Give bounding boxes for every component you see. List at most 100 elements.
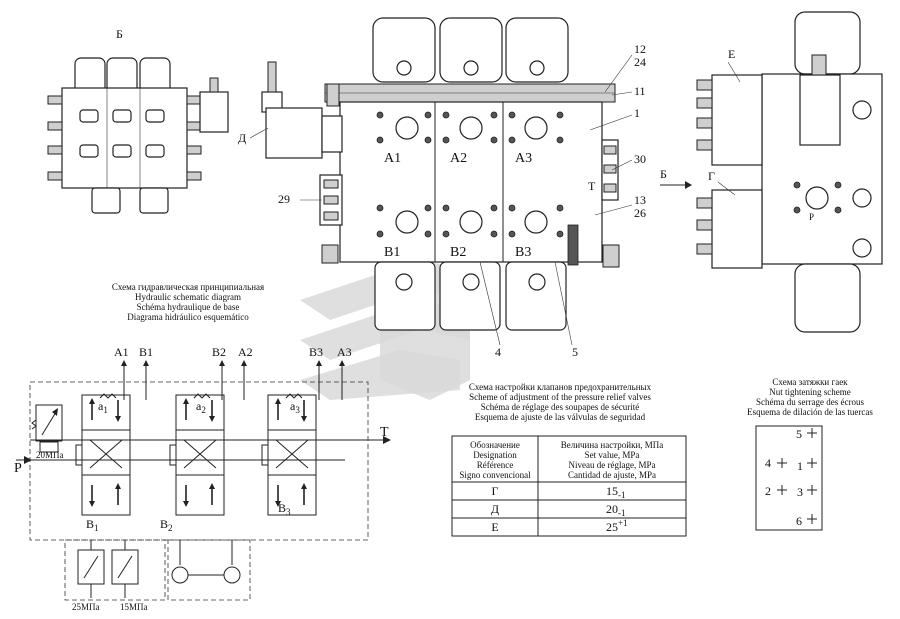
- callout-leaders: [300, 54, 633, 346]
- right-view-e-label: Е: [728, 47, 735, 61]
- hyd-relief-main-label: 20МПа: [36, 450, 64, 460]
- body-bolt-holes: [376, 111, 564, 238]
- nut-title-es: Esquema de dilación de las tuercas: [747, 407, 873, 417]
- callout-5: 5: [572, 345, 578, 359]
- table-row-1-value: 15-1: [606, 484, 626, 500]
- lower-valve-b1: [374, 261, 436, 331]
- table-h1-ru: Обозначение: [470, 440, 520, 450]
- relief-title-fr: Schéma de réglage des soupapes de sécuri…: [481, 402, 639, 412]
- coil-a2: [439, 17, 503, 83]
- nut-number-6: 6: [796, 514, 802, 528]
- table-row-1-designation: Г: [492, 484, 499, 498]
- side-view-b-label: Б: [116, 27, 123, 41]
- hyd-boundary-relief: [64, 539, 166, 601]
- callout-26: 26: [634, 206, 646, 220]
- section-label-a2: A2: [450, 151, 467, 166]
- callout-24: 24: [634, 55, 646, 69]
- hydraulic-title: Схема гидравлическая принципиальная Hydr…: [112, 282, 264, 322]
- hydraulic-title-ru: Схема гидравлическая принципиальная: [112, 282, 264, 292]
- nut-number-1: 1: [797, 459, 803, 473]
- main-front-view: A1 A2 A3 B1 B2 B3 T: [238, 17, 646, 359]
- hyd-port-a2: A2: [238, 345, 253, 359]
- hydraulic-title-es: Diagrama hidráulico esquemático: [127, 312, 249, 322]
- hyd-check-valves-b2: [171, 540, 241, 584]
- section-label-a1: A1: [384, 151, 401, 166]
- hyd-port-b1: B1: [139, 345, 153, 359]
- table-h2-fr: Niveau de réglage, MPa: [569, 460, 656, 470]
- section-label-b2: B2: [450, 245, 466, 260]
- callout-4: 4: [495, 345, 501, 359]
- hyd-b3-label: B3: [278, 501, 291, 517]
- right-view-g-label: Г: [708, 169, 715, 183]
- table-row-3-designation: Е: [491, 520, 498, 534]
- right-valve-e: [711, 74, 763, 166]
- lower-valve-b3: [505, 261, 567, 331]
- nut-title-fr: Schéma du serrage des écrous: [756, 397, 864, 407]
- hydraulic-title-fr: Schéma hydraulique de base: [137, 302, 240, 312]
- hydraulic-schematic: A1 B1 B2 A2 B3 A3 P T: [14, 345, 391, 612]
- callout-12: 12: [634, 42, 646, 56]
- table-h1-fr: Référence: [477, 460, 513, 470]
- nut-number-5: 5: [796, 427, 802, 441]
- hyd-port-p: P: [14, 461, 22, 476]
- right-valve-g: [711, 189, 763, 269]
- callout-13: 13: [634, 193, 646, 207]
- callout-11: 11: [634, 84, 646, 98]
- hyd-spool-1: [75, 393, 131, 516]
- table-h2-es: Cantidad de ajuste, MPa: [568, 470, 656, 480]
- side-bolts-left: [47, 95, 63, 181]
- hyd-port-b2: B2: [212, 345, 226, 359]
- arrow-b-label: Б: [660, 167, 667, 181]
- nut-number-4: 4: [765, 456, 771, 470]
- relief-title-es: Esquema de ajuste de las válvulas de seg…: [475, 412, 646, 422]
- table-row-2-value: 20-1: [606, 502, 626, 518]
- nut-scheme: 5 4 1 2 3 6: [755, 425, 823, 531]
- hyd-a1-label: a1: [98, 399, 108, 415]
- table-h1-es: Signo convencional: [459, 470, 531, 480]
- callout-1: 1: [634, 106, 640, 120]
- section-label-a3: A3: [515, 151, 532, 166]
- hyd-b2-label: B2: [160, 517, 173, 533]
- hyd-spool-3: [261, 393, 317, 516]
- hyd-port-a1: A1: [114, 345, 129, 359]
- nut-title: Схема затяжки гаек Nut tightening scheme…: [747, 377, 873, 417]
- hyd-relief-25-label: 25МПа: [72, 602, 100, 612]
- right-coil-bottom: [794, 263, 861, 333]
- side-bolts-right: [186, 95, 202, 181]
- table-row-2-designation: Д: [491, 502, 499, 516]
- hyd-port-lines: [121, 360, 345, 400]
- section-label-b3: B3: [515, 245, 531, 260]
- table-h1-en: Designation: [473, 450, 517, 460]
- hyd-boundary-b2: [167, 539, 251, 601]
- hyd-relief-15-label: 15МПа: [120, 602, 148, 612]
- nut-number-3: 3: [797, 485, 803, 499]
- side-view-b: Б: [47, 27, 229, 214]
- section-label-b1: B1: [384, 245, 400, 260]
- hyd-port-a3: A3: [337, 345, 352, 359]
- view-d-label: Д: [238, 131, 246, 145]
- side-body: [61, 87, 188, 189]
- relief-title-en: Scheme of adjustment of the pressure rel…: [469, 392, 651, 402]
- left-valve-d: [265, 107, 323, 159]
- relief-title: Схема настройки клапанов предохранительн…: [469, 382, 652, 422]
- nut-number-2: 2: [765, 484, 771, 498]
- coil-a1: [372, 17, 436, 83]
- right-coil-top: [794, 11, 861, 75]
- nut-title-en: Nut tightening scheme: [769, 387, 850, 397]
- callout-30: 30: [634, 152, 646, 166]
- port-t-label: T: [588, 179, 596, 193]
- lower-valve-b2: [439, 261, 501, 331]
- hyd-a3-label: a3: [290, 399, 300, 415]
- right-view: Е Г Б P: [660, 11, 883, 333]
- hyd-b1-label: B1: [86, 517, 99, 533]
- hyd-relief-valves-bottom: [77, 540, 139, 598]
- table-h2-en: Set value, MPa: [585, 450, 640, 460]
- hyd-main-relief-valve: [31, 404, 63, 453]
- hyd-port-t: T: [380, 425, 389, 440]
- hyd-a2-label: a2: [196, 399, 206, 415]
- hyd-port-b3: B3: [309, 345, 323, 359]
- relief-title-ru: Схема настройки клапанов предохранительн…: [469, 382, 652, 392]
- callout-29: 29: [278, 192, 290, 206]
- table-row-3-value: 25+1: [606, 518, 628, 534]
